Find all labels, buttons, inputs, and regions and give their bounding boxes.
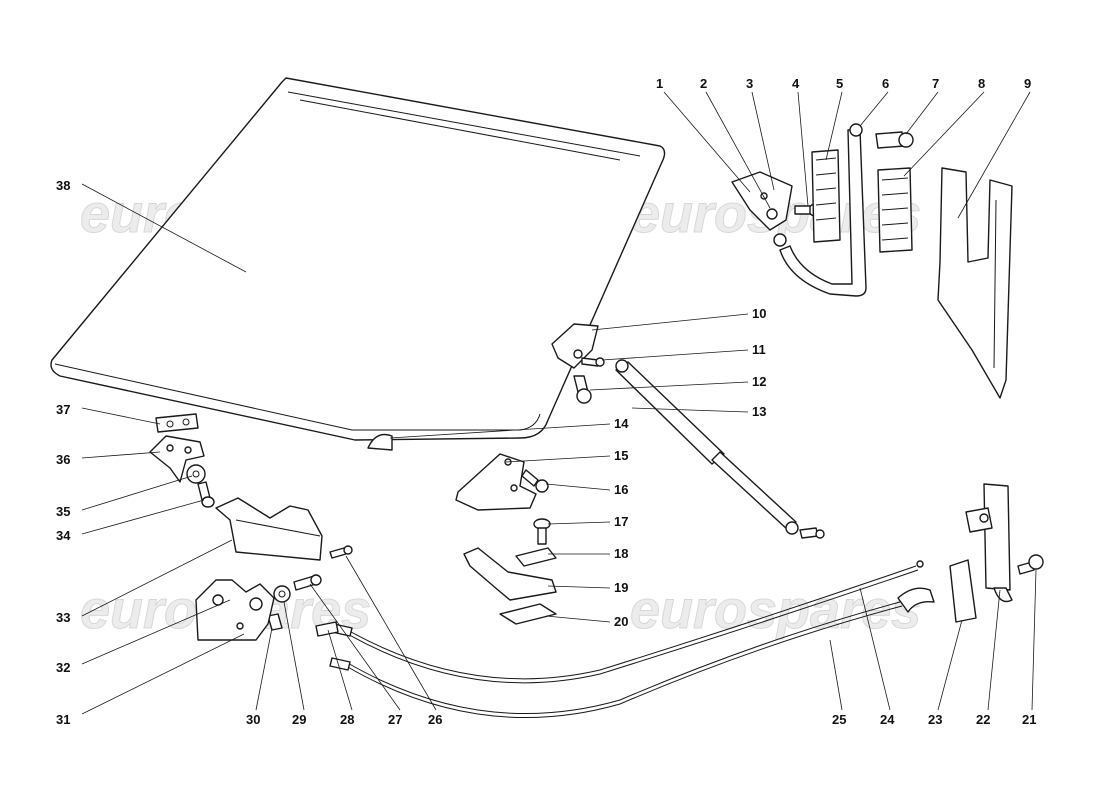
bolt (293, 574, 322, 591)
callout-15: 15 (614, 448, 628, 463)
callout-25: 25 (832, 712, 846, 727)
strut-bracket (551, 323, 605, 369)
lever-cover (949, 559, 977, 623)
hinge-pin (875, 131, 914, 149)
callout-29: 29 (292, 712, 306, 727)
callout-7: 7 (932, 76, 939, 91)
callout-37: 37 (56, 402, 70, 417)
callout-35: 35 (56, 504, 70, 519)
callout-3: 3 (746, 76, 753, 91)
callout-23: 23 (928, 712, 942, 727)
release-cables (329, 560, 935, 719)
callout-5: 5 (836, 76, 843, 91)
screw (329, 545, 353, 559)
watermark-text: eurospares (630, 580, 921, 640)
callout-16: 16 (614, 482, 628, 497)
leader-lines (81, 91, 1037, 715)
catch-bracket (455, 453, 537, 511)
callout-36: 36 (56, 452, 70, 467)
callout-9: 9 (1024, 76, 1031, 91)
callout-26: 26 (428, 712, 442, 727)
hood-panel (50, 77, 666, 441)
callout-14: 14 (614, 416, 629, 431)
screw (521, 469, 549, 493)
gas-strut (615, 359, 825, 539)
rubber-cap (367, 433, 393, 451)
stud (315, 621, 339, 637)
callout-32: 32 (56, 660, 70, 675)
callout-38: 38 (56, 178, 70, 193)
callout-11: 11 (752, 342, 766, 357)
clip-plate (515, 547, 557, 567)
hinge-arm (779, 123, 867, 297)
release-lever (965, 483, 1013, 603)
bolt (573, 375, 592, 404)
hood-latch (195, 579, 275, 641)
callout-31: 31 (56, 712, 70, 727)
callout-28: 28 (340, 712, 354, 727)
callout-2: 2 (700, 76, 707, 91)
callout-12: 12 (752, 374, 766, 389)
clip-plate (155, 413, 199, 433)
callout-6: 6 (882, 76, 889, 91)
latch-cover (215, 497, 323, 561)
hinge-bracket (731, 171, 793, 247)
rubber-pad (877, 167, 913, 253)
callout-19: 19 (614, 580, 628, 595)
callout-34: 34 (56, 528, 71, 543)
side-panel (937, 167, 1013, 399)
callout-21: 21 (1022, 712, 1036, 727)
callout-27: 27 (388, 712, 402, 727)
screw (1017, 554, 1044, 575)
callout-4: 4 (792, 76, 800, 91)
callout-8: 8 (978, 76, 985, 91)
rubber-pad (811, 149, 841, 243)
washer (273, 585, 291, 603)
striker (463, 547, 557, 601)
callout-24: 24 (880, 712, 895, 727)
screw (533, 518, 551, 545)
callout-33: 33 (56, 610, 70, 625)
callout-1: 1 (656, 76, 663, 91)
callout-13: 13 (752, 404, 766, 419)
nut (267, 613, 283, 631)
callout-17: 17 (614, 514, 628, 529)
callout-10: 10 (752, 306, 766, 321)
screw (197, 481, 215, 508)
callout-18: 18 (614, 546, 628, 561)
callout-30: 30 (246, 712, 260, 727)
washer (186, 464, 206, 484)
callout-20: 20 (614, 614, 628, 629)
callout-22: 22 (976, 712, 990, 727)
mounting-plate (499, 603, 557, 625)
hook-bracket (149, 435, 205, 483)
callout-labels: 1 2 3 4 5 6 7 8 9 10 11 12 13 14 15 16 1… (56, 76, 1036, 727)
